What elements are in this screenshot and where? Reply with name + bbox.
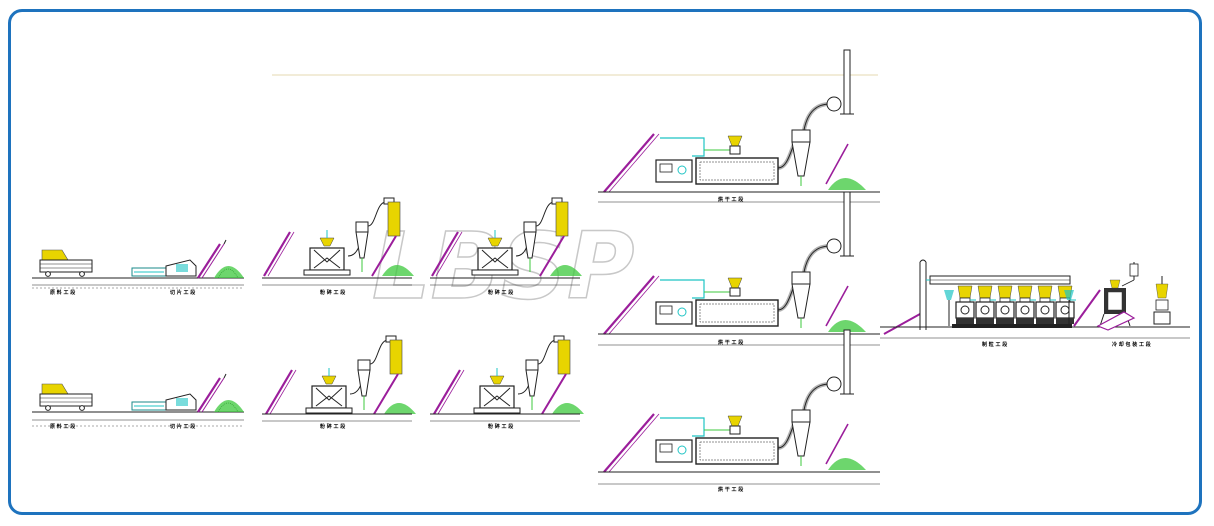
stage-label: 切 片 工 段 bbox=[170, 423, 195, 430]
raw-material-section-2 bbox=[32, 383, 244, 427]
crushing-section-2 bbox=[430, 196, 584, 286]
stage-label: 粉 碎 工 段 bbox=[488, 423, 513, 430]
stage-label: 粉 碎 工 段 bbox=[320, 289, 345, 296]
stage-label: 粉 碎 工 段 bbox=[320, 423, 345, 430]
chipping-section-1 bbox=[130, 238, 246, 280]
stage-label: 烘 干 工 段 bbox=[718, 339, 743, 346]
stage-label: 冷 却 包 装 工 段 bbox=[1112, 341, 1151, 348]
drying-section-3 bbox=[598, 328, 880, 485]
drying-section-1 bbox=[598, 48, 880, 203]
stage-label: 制 粒 工 段 bbox=[982, 341, 1007, 348]
pelletizing-section bbox=[880, 259, 1190, 339]
diagram-frame bbox=[8, 9, 1202, 515]
crushing-section-1 bbox=[262, 196, 416, 286]
stage-label: 切 片 工 段 bbox=[170, 289, 195, 296]
stage-label: 烘 干 工 段 bbox=[718, 486, 743, 493]
stage-label: 粉 碎 工 段 bbox=[488, 289, 513, 296]
chipping-section-2 bbox=[130, 372, 246, 414]
raw-material-section-1 bbox=[32, 249, 244, 289]
stage-label: 原 料 工 段 bbox=[50, 423, 75, 430]
crushing-section-4 bbox=[430, 334, 586, 422]
stage-label: 烘 干 工 段 bbox=[718, 196, 743, 203]
cooling-packing-section bbox=[1073, 262, 1171, 331]
crushing-section-3 bbox=[262, 334, 418, 422]
drying-section-2 bbox=[598, 190, 880, 346]
stage-label: 原 料 工 段 bbox=[50, 289, 75, 296]
